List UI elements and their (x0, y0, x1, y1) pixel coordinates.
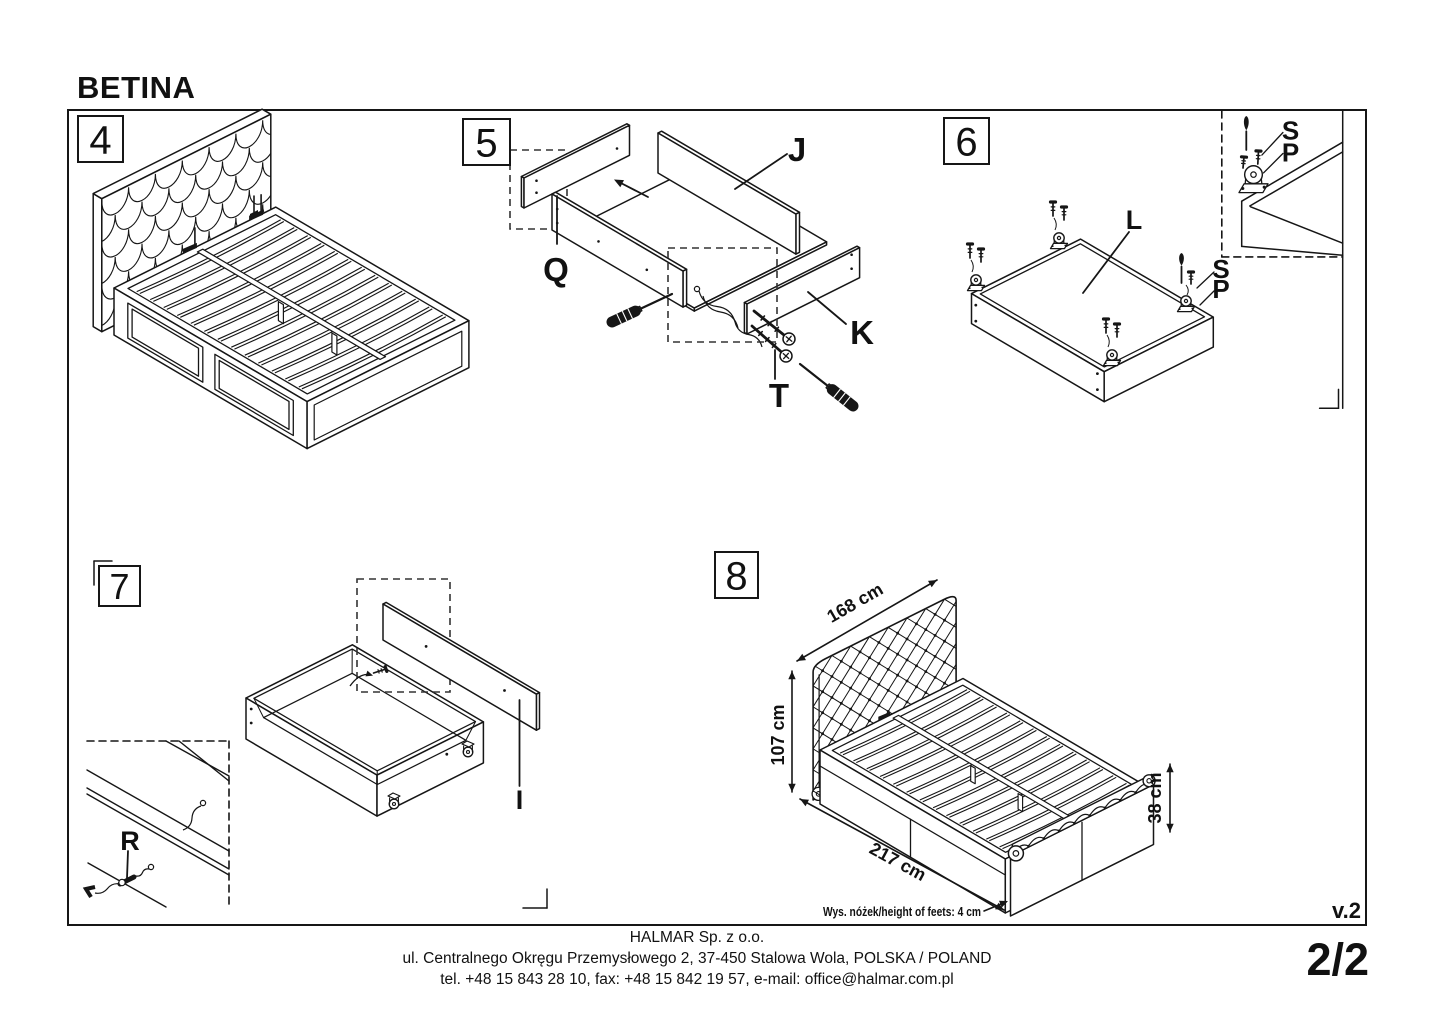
part-label-q: Q (543, 251, 569, 288)
diagram-frame (67, 109, 1367, 926)
step7-number: 7 (109, 566, 129, 607)
part-label-l: L (1126, 205, 1143, 235)
step4-number: 4 (89, 118, 111, 162)
part-label-p: P (1212, 274, 1229, 304)
footer-contact: tel. +48 15 843 28 10, fax: +48 15 842 1… (440, 971, 954, 988)
step6-illustration: L S P S P 6 (943, 109, 1344, 409)
part-label-s: S (1212, 254, 1229, 284)
step5-number: 5 (475, 121, 497, 165)
step8-number: 8 (725, 554, 747, 598)
dimension-width: 168 cm (824, 579, 887, 627)
part-label-j: J (788, 131, 806, 168)
part-label-t: T (769, 377, 789, 414)
part-label-p-detail: P (1282, 138, 1299, 168)
step8-number-box (714, 551, 759, 599)
step5-number-box (462, 118, 511, 166)
part-label-s-detail: S (1282, 116, 1299, 146)
step7-number-box (98, 565, 141, 607)
step6-number: 6 (955, 120, 977, 164)
step7-illustration: I R 7 (82, 560, 548, 909)
part-label-r: R (120, 826, 140, 856)
step5-detail-outline (509, 149, 568, 230)
product-title: BETINA (77, 70, 196, 105)
step5-zoom-outline (667, 247, 778, 343)
footer-company: HALMAR Sp. z o.o. (629, 929, 765, 946)
step5-illustration: J Q K T 5 (462, 118, 874, 414)
manufacturer-footer: HALMAR Sp. z o.o. ul. Centralnego Okręgu… (67, 927, 1327, 990)
dimension-height: 107 cm (768, 704, 788, 765)
page-number: 2/2 (1306, 934, 1369, 985)
step4-number-box (77, 115, 124, 163)
step7-zoom-outline (356, 578, 451, 693)
step8-illustration: 168 cm 107 cm 217 cm 38 cm Wys. nóżek/he… (714, 551, 1174, 919)
part-label-i: I (516, 785, 524, 815)
version-label: v.2 (1332, 898, 1361, 923)
dimension-footboard-height: 38 cm (1145, 772, 1165, 823)
feet-height-note: Wys. nóżek/height of feets: 4 cm (823, 904, 981, 919)
part-label-k: K (850, 314, 874, 351)
step4-illustration: 4 (77, 108, 470, 450)
footer-address: ul. Centralnego Okręgu Przemysłowego 2, … (402, 950, 992, 967)
step6-number-box (943, 117, 990, 165)
